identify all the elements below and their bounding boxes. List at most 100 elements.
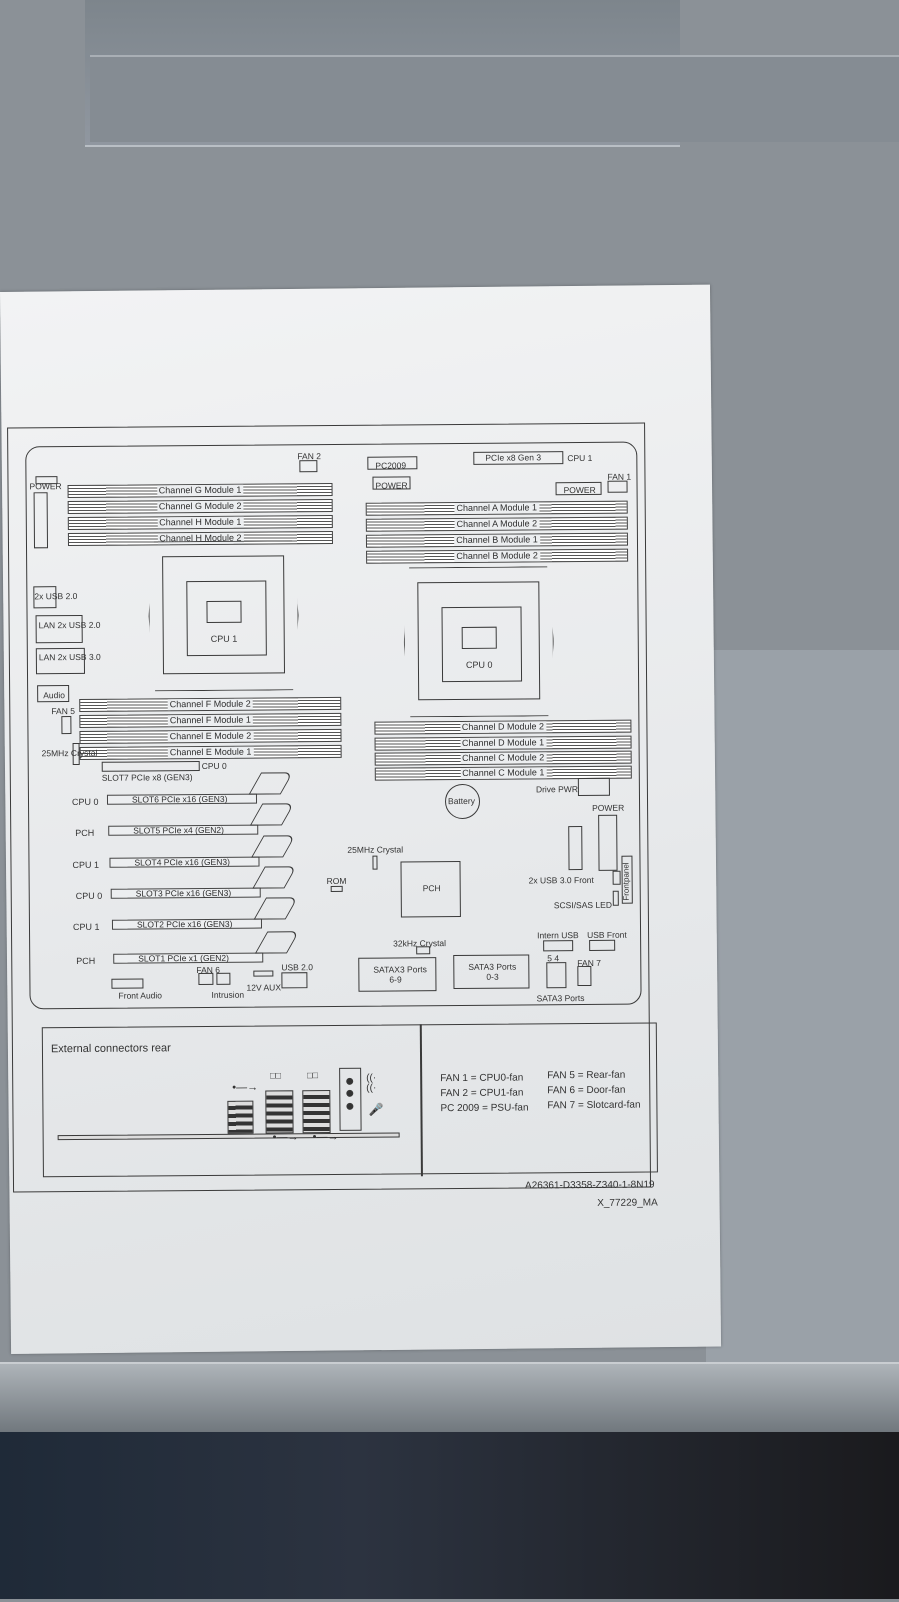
component-outline — [400, 860, 461, 918]
component-outline — [416, 946, 431, 955]
component-outline — [577, 965, 592, 987]
component-outline — [61, 716, 72, 735]
front-audio-label: Front Audio — [118, 990, 163, 1001]
battery-icon — [444, 783, 481, 820]
usb3-front-label: 2x USB 3.0 Front — [528, 874, 594, 886]
dimm-slot: Channel F Module 2 — [79, 696, 342, 712]
fan-legend-right: FAN 5 = Rear-fan FAN 6 = Door-fan FAN 7 … — [547, 1068, 640, 1114]
slot7-cpu-label: CPU 0 — [201, 760, 227, 772]
floor — [0, 1432, 899, 1599]
component-outline — [33, 586, 57, 609]
dimm-slot: Channel G Module 2 — [67, 498, 333, 515]
component-outline — [372, 476, 411, 490]
component-outline — [612, 890, 619, 906]
rear-title: External connectors rear — [50, 1042, 171, 1056]
crystal-left-label: 25MHz Crystal — [41, 747, 98, 759]
cpu-marker — [206, 600, 242, 623]
dimm-label: Channel D Module 2 — [459, 721, 547, 733]
dimm-label: Channel A Module 1 — [454, 502, 540, 515]
component-outline — [589, 939, 616, 951]
lan-usb-port — [302, 1090, 331, 1134]
slot-owner-label: CPU 1 — [72, 859, 100, 871]
fan-legend-left: FAN 1 = CPU0-fan FAN 2 = CPU1-fan PC 200… — [440, 1070, 528, 1116]
component-outline — [330, 885, 343, 892]
component-outline — [37, 685, 70, 703]
component-outline — [546, 962, 567, 989]
component-outline — [198, 972, 214, 986]
pcie-slot: SLOT6 PCIe x16 (GEN3) — [106, 793, 258, 805]
part-number: A26361-D3358-Z340-1-8N19 — [524, 1179, 655, 1192]
component-outline — [543, 940, 574, 952]
legend-line: FAN 6 = Door-fan — [547, 1084, 626, 1097]
component-outline — [101, 761, 200, 772]
pcie-slot: SLOT4 PCIe x16 (GEN3) — [109, 856, 260, 868]
component-outline — [372, 855, 378, 870]
component-outline — [33, 492, 49, 549]
pcie-slot: SLOT2 PCIe x16 (GEN3) — [111, 918, 263, 930]
crystal-mid-label: 25MHz Crystal — [347, 844, 404, 855]
component-outline — [358, 957, 437, 992]
slot-owner-label: PCH — [76, 955, 96, 966]
component-outline — [253, 970, 274, 977]
dimm-label: Channel C Module 2 — [460, 752, 547, 764]
component-outline — [568, 826, 583, 871]
component-outline — [598, 814, 618, 871]
legend-line: FAN 2 = CPU1-fan — [440, 1087, 524, 1100]
legend-line: FAN 7 = Slotcard-fan — [547, 1099, 641, 1112]
dimm-slot: Channel B Module 1 — [365, 532, 629, 548]
audio-jack-icon — [346, 1089, 354, 1097]
component-outline — [281, 972, 308, 989]
pcie-slot: SLOT5 PCIe x4 (GEN2) — [108, 824, 259, 836]
scsi-led-label: SCSI/SAS LED — [553, 899, 612, 911]
usb-icon: •—→ — [272, 1131, 299, 1144]
fan5-label: FAN 5 — [51, 706, 75, 717]
component-outline — [35, 614, 83, 644]
dimm-label: Channel E Module 2 — [167, 730, 254, 743]
dimm-label: Channel E Module 1 — [167, 746, 254, 759]
component-outline — [453, 954, 530, 990]
dimm-slot: Channel E Module 1 — [79, 744, 342, 760]
chassis-panel — [706, 650, 899, 1370]
microphone-icon: 🎤 — [368, 1102, 384, 1117]
cpu-label: CPU 1 — [210, 633, 238, 644]
legend-line: PC 2009 = PSU-fan — [440, 1102, 529, 1115]
dimm-slot: Channel A Module 1 — [365, 500, 628, 516]
dimm-slot: Channel D Module 2 — [374, 719, 632, 735]
component-outline — [216, 972, 231, 985]
usb-icon: •—→ — [232, 1081, 259, 1094]
dimm-label: Channel B Module 1 — [454, 534, 540, 547]
pcie-slot: SLOT3 PCIe x16 (GEN3) — [110, 887, 261, 899]
dimm-label: Channel H Module 1 — [157, 516, 244, 529]
dimm-slot: Channel A Module 2 — [365, 516, 628, 532]
dimm-slot: Channel B Module 2 — [366, 548, 629, 564]
lan-icon: □□ — [270, 1070, 282, 1081]
component-outline — [473, 451, 564, 465]
drive-pwr-label: Drive PWR — [535, 784, 578, 795]
component-outline — [111, 978, 144, 989]
usb-front-label: USB Front — [587, 929, 627, 940]
dimm-slot: Channel H Module 1 — [67, 514, 333, 531]
dimm-label: Channel B Module 2 — [454, 550, 540, 563]
legend-line: FAN 5 = Rear-fan — [547, 1069, 626, 1082]
slot-owner-label: PCH — [75, 827, 95, 839]
component-outline — [621, 855, 633, 904]
audio-out-icon: ((·((· — [366, 1072, 377, 1094]
component-outline — [367, 456, 418, 470]
metal-bracket-lip — [90, 55, 899, 142]
component-outline — [35, 476, 58, 485]
sata3-ports-label: SATA3 Ports — [536, 993, 585, 1004]
dimm-label: Channel D Module 1 — [459, 737, 547, 749]
dimm-slot: Channel F Module 1 — [79, 712, 342, 728]
usb-icon: •—→ — [312, 1130, 339, 1144]
legend-line: FAN 1 = CPU0-fan — [440, 1072, 524, 1085]
component-outline — [577, 777, 610, 797]
component-outline — [72, 742, 80, 766]
audio-jack-icon — [346, 1102, 354, 1110]
usb-port — [227, 1100, 254, 1134]
rom-label: ROM — [326, 875, 347, 887]
dimm-label: Channel F Module 1 — [167, 714, 253, 727]
pcie-cpu-label: CPU 1 — [567, 452, 593, 464]
dimm-slot: Channel G Module 1 — [67, 482, 333, 499]
component-outline — [607, 480, 628, 493]
component-outline — [299, 460, 318, 473]
